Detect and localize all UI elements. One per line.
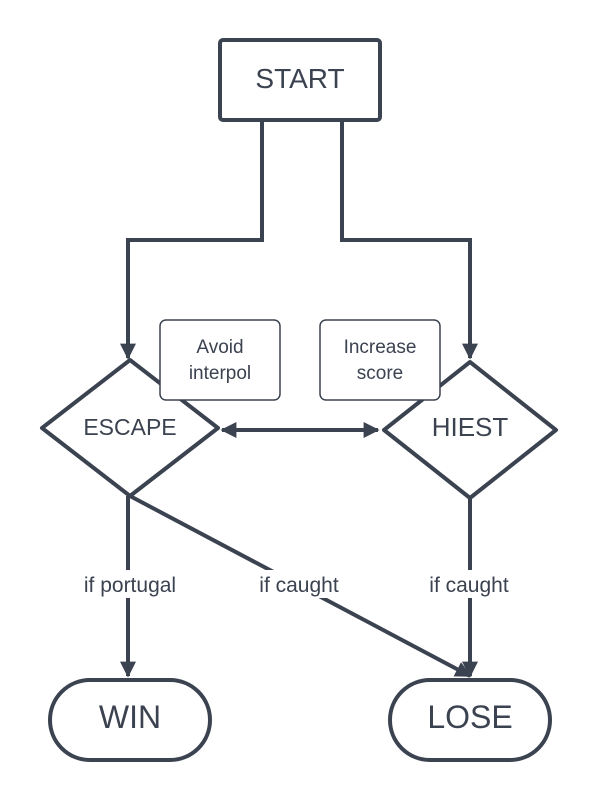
edge-label-if-caught-hiest: if caught — [420, 570, 518, 598]
svg-text:ESCAPE: ESCAPE — [83, 414, 176, 440]
svg-text:Avoid: Avoid — [196, 337, 243, 358]
edge-label-if-caught-escape: if caught — [250, 570, 348, 598]
svg-text:HIEST: HIEST — [432, 412, 509, 442]
svg-text:WIN: WIN — [99, 699, 161, 735]
svg-text:if caught: if caught — [259, 574, 339, 597]
edge-start-to-escape — [120, 122, 264, 360]
note-avoid-interpol: Avoid interpol — [159, 319, 281, 401]
svg-text:Increase: Increase — [344, 337, 417, 358]
note-increase-score: Increase score — [319, 319, 441, 401]
win-terminal: WIN — [48, 678, 212, 762]
svg-text:START: START — [255, 63, 344, 94]
svg-text:score: score — [357, 363, 403, 384]
edge-label-if-portugal: if portugal — [72, 570, 188, 598]
start-node: START — [218, 38, 382, 122]
svg-text:interpol: interpol — [189, 363, 251, 384]
svg-text:if caught: if caught — [429, 574, 509, 597]
svg-text:if portugal: if portugal — [84, 574, 176, 597]
svg-text:LOSE: LOSE — [427, 699, 512, 735]
edge-start-to-hiest — [340, 122, 478, 360]
lose-terminal: LOSE — [388, 678, 552, 762]
